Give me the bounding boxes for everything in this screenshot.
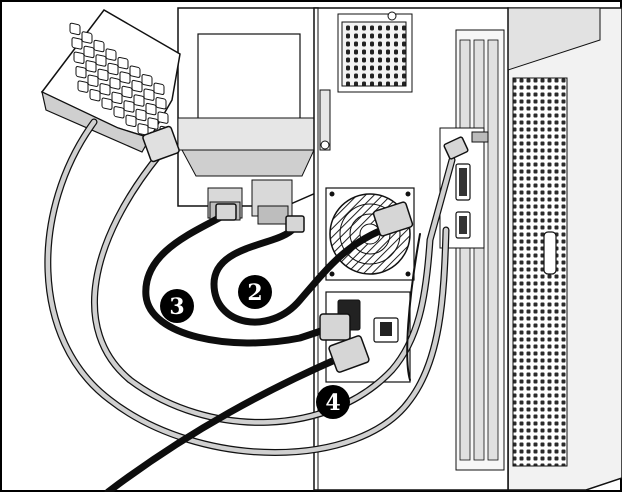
keyboard-key: [73, 51, 85, 64]
keyboard-key: [97, 68, 109, 82]
connectors: [142, 125, 469, 373]
keyboard-plug: [142, 125, 180, 163]
keyboard-key: [145, 102, 157, 116]
cable-3: [142, 210, 334, 347]
side-vent-grill: [512, 77, 568, 467]
keyboard-key: [111, 91, 123, 105]
keyboard-key: [121, 85, 133, 99]
keyboard-key: [69, 22, 81, 36]
keyboard-key: [99, 83, 111, 96]
cable-2: [210, 224, 386, 326]
keyboard-key: [87, 74, 99, 87]
keyboard-key: [123, 100, 135, 113]
keyboard-key: [143, 88, 155, 101]
keyboard-key: [147, 117, 159, 130]
cable-4: [104, 352, 348, 492]
keyboard-key: [131, 79, 143, 93]
keyboard-key: [95, 54, 107, 67]
callout-3-marker: [160, 289, 194, 323]
callout-4: 4: [316, 385, 350, 419]
keyboard-key: [125, 114, 137, 128]
keyboard-key: [81, 31, 93, 44]
keyboard-key: [89, 88, 101, 102]
monitor-plug-left: [215, 203, 237, 221]
keyboard-key: [101, 97, 113, 110]
keyboard-key: [117, 56, 129, 70]
callout-2-marker: [238, 275, 272, 309]
keyboard-key: [85, 60, 97, 73]
keyboard-key: [107, 62, 119, 76]
expansion-slots: [455, 29, 505, 471]
keyboard-key: [77, 80, 89, 93]
callout-2-number: 2: [247, 280, 262, 306]
keyboard-key: [137, 123, 149, 136]
keyboard-keys: [69, 22, 173, 153]
keyboard-key: [83, 45, 95, 59]
keyboard-key: [157, 111, 169, 124]
keyboard-key: [133, 94, 145, 107]
keyboard-key: [141, 74, 153, 87]
cables: [44, 118, 456, 492]
keyboard-key: [113, 106, 125, 119]
keyboard-key: [129, 65, 141, 78]
keyboard-key: [71, 37, 83, 50]
callout-3: 3: [160, 289, 194, 323]
keyboard-key: [155, 97, 167, 110]
callout-4-number: 4: [325, 390, 340, 416]
io-plug: [443, 136, 469, 160]
keyboard-key: [119, 71, 131, 84]
callout-4-marker: [316, 385, 350, 419]
keyboard-key: [109, 77, 121, 90]
callout-2: 2: [238, 275, 272, 309]
keyboard-key: [93, 39, 105, 53]
power-plug-4: [328, 335, 370, 373]
keyboard-key: [135, 108, 147, 122]
monitor-plug-right: [285, 215, 305, 233]
callout-3-number: 3: [169, 294, 184, 320]
side-latch: [543, 231, 557, 275]
power-plug-3: [319, 313, 351, 341]
keyboard: [40, 9, 181, 153]
keyboard-key: [75, 66, 87, 79]
computer-tower: [313, 7, 622, 491]
top-vent: [341, 21, 407, 87]
monitor-back: [177, 7, 319, 225]
keyboard-key: [105, 48, 117, 61]
keyboard-key: [153, 82, 165, 95]
video-connector: [372, 201, 414, 237]
